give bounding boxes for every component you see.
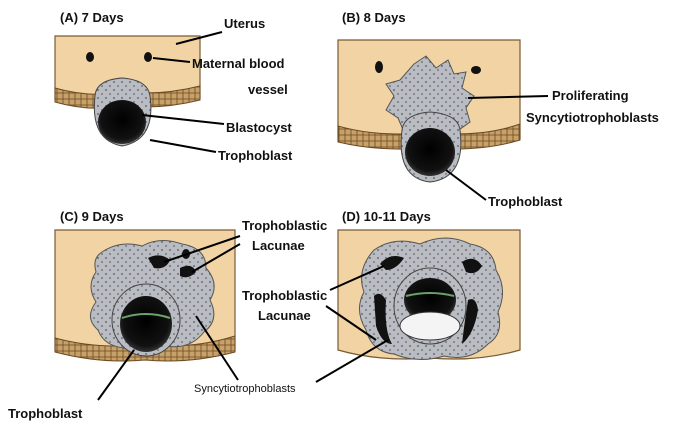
panel-d-yolk-sac bbox=[400, 312, 460, 340]
label-uterus: Uterus bbox=[224, 16, 265, 31]
label-lacunae-d-line2: Lacunae bbox=[258, 308, 311, 323]
panel-a-maternal-vessel-left bbox=[86, 52, 94, 62]
label-lacunae-c-line2: Lacunae bbox=[252, 238, 305, 253]
label-trophoblast-c: Trophoblast bbox=[8, 406, 83, 421]
label-blastocyst: Blastocyst bbox=[226, 120, 292, 135]
leader-trophoblast-b bbox=[446, 170, 486, 200]
panel-b-maternal-vessel-right bbox=[471, 66, 481, 74]
panel-b-title: (B) 8 Days bbox=[342, 10, 406, 25]
panel-a-maternal-vessel-right bbox=[144, 52, 152, 62]
panel-a-title: (A) 7 Days bbox=[60, 10, 124, 25]
label-proliferating-line2: Syncytiotrophoblasts bbox=[526, 110, 659, 125]
label-proliferating-line1: Proliferating bbox=[552, 88, 629, 103]
panel-a: (A) 7 Days Uterus Maternal blood vessel … bbox=[55, 10, 293, 163]
leader-trophoblast-a bbox=[150, 140, 216, 152]
panel-d-title: (D) 10-11 Days bbox=[342, 209, 431, 224]
label-maternal-line1: Maternal blood bbox=[192, 56, 285, 71]
panel-d: (D) 10-11 Days Trophoblastic Lacunae bbox=[242, 209, 520, 382]
label-maternal-line2: vessel bbox=[248, 82, 288, 97]
leader-blastocyst bbox=[142, 115, 224, 124]
label-trophoblast-b: Trophoblast bbox=[488, 194, 563, 209]
panel-c-title: (C) 9 Days bbox=[60, 209, 124, 224]
panel-c-blastocyst bbox=[120, 296, 172, 352]
panel-b: (B) 8 Days Proliferating Syncytiotrophob… bbox=[338, 10, 659, 209]
panel-b-blastocyst bbox=[405, 128, 455, 176]
label-trophoblast-a: Trophoblast bbox=[218, 148, 293, 163]
label-syncytio: Syncytiotrophoblasts bbox=[194, 383, 296, 395]
panel-b-maternal-vessel-left bbox=[375, 61, 383, 73]
label-lacunae-c-line1: Trophoblastic bbox=[242, 218, 327, 233]
panel-a-blastocyst bbox=[98, 100, 146, 144]
label-lacunae-d-line1: Trophoblastic bbox=[242, 288, 327, 303]
